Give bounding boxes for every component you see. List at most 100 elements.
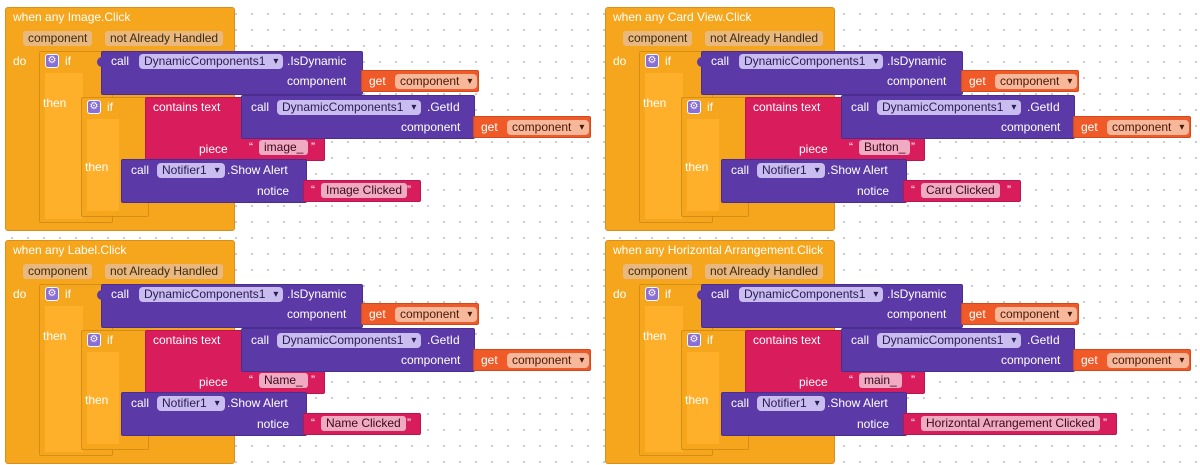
then-label: then [43, 329, 67, 343]
socket-tab [697, 290, 703, 300]
notice-label: notice [857, 184, 890, 198]
param-component[interactable]: component [23, 264, 93, 279]
get-label: get [369, 307, 386, 321]
mutator-gear-icon[interactable]: ⚙ [87, 333, 101, 347]
component-dropdown[interactable]: DynamicComponents1 [277, 100, 422, 115]
piece-string-value[interactable]: Button_ [859, 140, 911, 155]
then-label: then [85, 160, 109, 174]
contains-text-label: contains text [753, 333, 821, 347]
method-getid: .GetId [427, 333, 460, 347]
string-open-quote: “ [911, 416, 915, 430]
string-close-quote: ” [311, 140, 315, 154]
component-dropdown[interactable]: DynamicComponents1 [139, 54, 284, 69]
call-label: call [131, 396, 150, 410]
then-label: then [643, 329, 667, 343]
piece-label: piece [799, 375, 828, 389]
call-label: call [851, 333, 870, 347]
get-variable-dropdown[interactable]: component [995, 307, 1078, 322]
method-isdynamic: .IsDynamic [287, 54, 347, 68]
if-label: if [107, 333, 113, 347]
notice-label: notice [257, 417, 290, 431]
notifier-dropdown[interactable]: Notifier1 [757, 163, 825, 178]
mutator-gear-icon[interactable]: ⚙ [687, 100, 701, 114]
get-variable-dropdown[interactable]: component [1107, 353, 1190, 368]
notice-string-value[interactable]: Image Clicked [321, 183, 408, 198]
component-dropdown[interactable]: DynamicComponents1 [877, 100, 1022, 115]
param-component[interactable]: component [623, 31, 693, 46]
string-close-quote: ” [911, 140, 915, 154]
do-label: do [13, 54, 27, 68]
get-variable-dropdown[interactable]: component [507, 353, 590, 368]
param-not-already-handled[interactable]: not Already Handled [105, 264, 224, 279]
component-dropdown[interactable]: DynamicComponents1 [277, 333, 422, 348]
param-component[interactable]: component [23, 31, 93, 46]
socket-tab [697, 57, 703, 67]
call-label: call [111, 287, 130, 301]
string-open-quote: “ [249, 373, 253, 387]
get-label: get [369, 74, 386, 88]
arg-component-label: component [1001, 120, 1061, 134]
param-not-already-handled[interactable]: not Already Handled [705, 31, 824, 46]
method-isdynamic: .IsDynamic [287, 287, 347, 301]
if-block-outer-arm [645, 306, 683, 452]
if-label: if [707, 100, 713, 114]
notifier-dropdown[interactable]: Notifier1 [157, 163, 225, 178]
param-component[interactable]: component [623, 264, 693, 279]
get-variable-dropdown[interactable]: component [1107, 120, 1190, 135]
mutator-gear-icon[interactable]: ⚙ [645, 287, 659, 301]
mutator-gear-icon[interactable]: ⚙ [45, 54, 59, 68]
method-show-alert: .Show Alert [827, 163, 888, 177]
get-variable-dropdown[interactable]: component [995, 74, 1078, 89]
then-label: then [685, 393, 709, 407]
mutator-gear-icon[interactable]: ⚙ [645, 54, 659, 68]
call-label: call [731, 396, 750, 410]
notice-string-value[interactable]: Horizontal Arrangement Clicked [921, 416, 1100, 431]
component-dropdown[interactable]: DynamicComponents1 [877, 333, 1022, 348]
get-label: get [481, 353, 498, 367]
component-dropdown[interactable]: DynamicComponents1 [139, 287, 284, 302]
get-variable-dropdown[interactable]: component [395, 74, 478, 89]
mutator-gear-icon[interactable]: ⚙ [687, 333, 701, 347]
piece-string-value[interactable]: main_ [859, 373, 902, 388]
mutator-gear-icon[interactable]: ⚙ [87, 100, 101, 114]
notice-label: notice [257, 184, 290, 198]
notice-string-value[interactable]: Card Clicked [921, 183, 1000, 198]
param-not-already-handled[interactable]: not Already Handled [705, 264, 824, 279]
contains-text-label: contains text [153, 100, 221, 114]
if-block-inner-arm [87, 119, 119, 211]
get-label: get [1081, 120, 1098, 134]
method-getid: .GetId [1027, 333, 1060, 347]
string-open-quote: “ [849, 140, 853, 154]
piece-string-value[interactable]: Name_ [259, 373, 308, 388]
piece-string-value[interactable]: image_ [259, 140, 309, 155]
event-title: when any Label.Click [13, 243, 127, 257]
notifier-dropdown[interactable]: Notifier1 [157, 396, 225, 411]
method-show-alert: .Show Alert [827, 396, 888, 410]
piece-label: piece [199, 142, 228, 156]
do-label: do [613, 287, 627, 301]
event-title: when any Image.Click [13, 10, 131, 24]
get-variable-dropdown[interactable]: component [507, 120, 590, 135]
string-open-quote: “ [311, 416, 315, 430]
component-dropdown[interactable]: DynamicComponents1 [739, 54, 884, 69]
string-open-quote: “ [849, 373, 853, 387]
string-close-quote: ” [1007, 183, 1011, 197]
method-isdynamic: .IsDynamic [887, 287, 947, 301]
notifier-dropdown[interactable]: Notifier1 [757, 396, 825, 411]
call-label: call [251, 333, 270, 347]
get-label: get [1081, 353, 1098, 367]
component-dropdown[interactable]: DynamicComponents1 [739, 287, 884, 302]
if-label: if [65, 54, 71, 68]
string-close-quote: ” [911, 373, 915, 387]
call-label: call [711, 54, 730, 68]
arg-component-label: component [287, 307, 347, 321]
then-label: then [643, 96, 667, 110]
arg-component-label: component [401, 120, 461, 134]
mutator-gear-icon[interactable]: ⚙ [45, 287, 59, 301]
call-label: call [851, 100, 870, 114]
get-variable-dropdown[interactable]: component [395, 307, 478, 322]
notice-string-value[interactable]: Name Clicked [321, 416, 406, 431]
param-not-already-handled[interactable]: not Already Handled [105, 31, 224, 46]
event-title: when any Card View.Click [613, 10, 752, 24]
then-label: then [685, 160, 709, 174]
